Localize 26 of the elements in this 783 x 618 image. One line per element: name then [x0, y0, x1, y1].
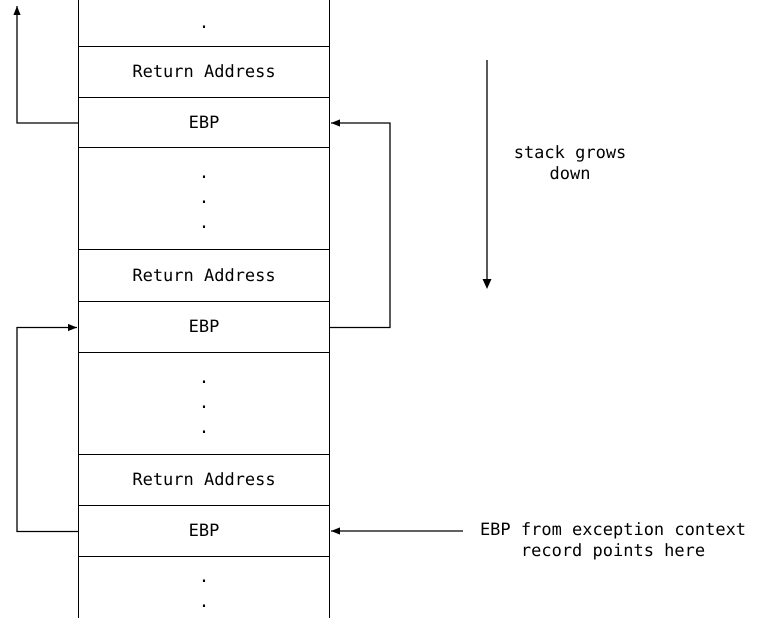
stack-cell	[78, 557, 330, 618]
arrow	[16, 324, 78, 532]
arrow	[13, 6, 78, 124]
stack-cell	[78, 0, 330, 47]
ellipsis-dots: . .	[198, 566, 210, 614]
ellipsis-dots: . . .	[198, 367, 210, 440]
stack-cell	[78, 455, 330, 506]
cell-text: Return Address	[132, 266, 276, 286]
cell-text: Return Address	[132, 62, 276, 82]
annotation-text: EBP from exception context record points here	[463, 520, 763, 562]
stack-cell	[78, 353, 330, 455]
cell-text: EBP	[188, 317, 220, 337]
stack-cell	[78, 47, 330, 98]
stack-cell	[78, 98, 330, 148]
ellipsis-dots: . . .	[198, 162, 210, 235]
stack-cell	[78, 250, 330, 302]
cell-text: .	[198, 13, 210, 33]
stack-cell	[78, 302, 330, 353]
stack-cell	[78, 506, 330, 557]
cell-text: Return Address	[132, 470, 276, 490]
note-text: stack grows down	[512, 143, 628, 185]
cell-text: EBP	[188, 112, 220, 132]
stack-cell	[78, 148, 330, 250]
arrow	[331, 527, 463, 535]
arrow	[330, 119, 391, 328]
cell-text: EBP	[188, 521, 220, 541]
